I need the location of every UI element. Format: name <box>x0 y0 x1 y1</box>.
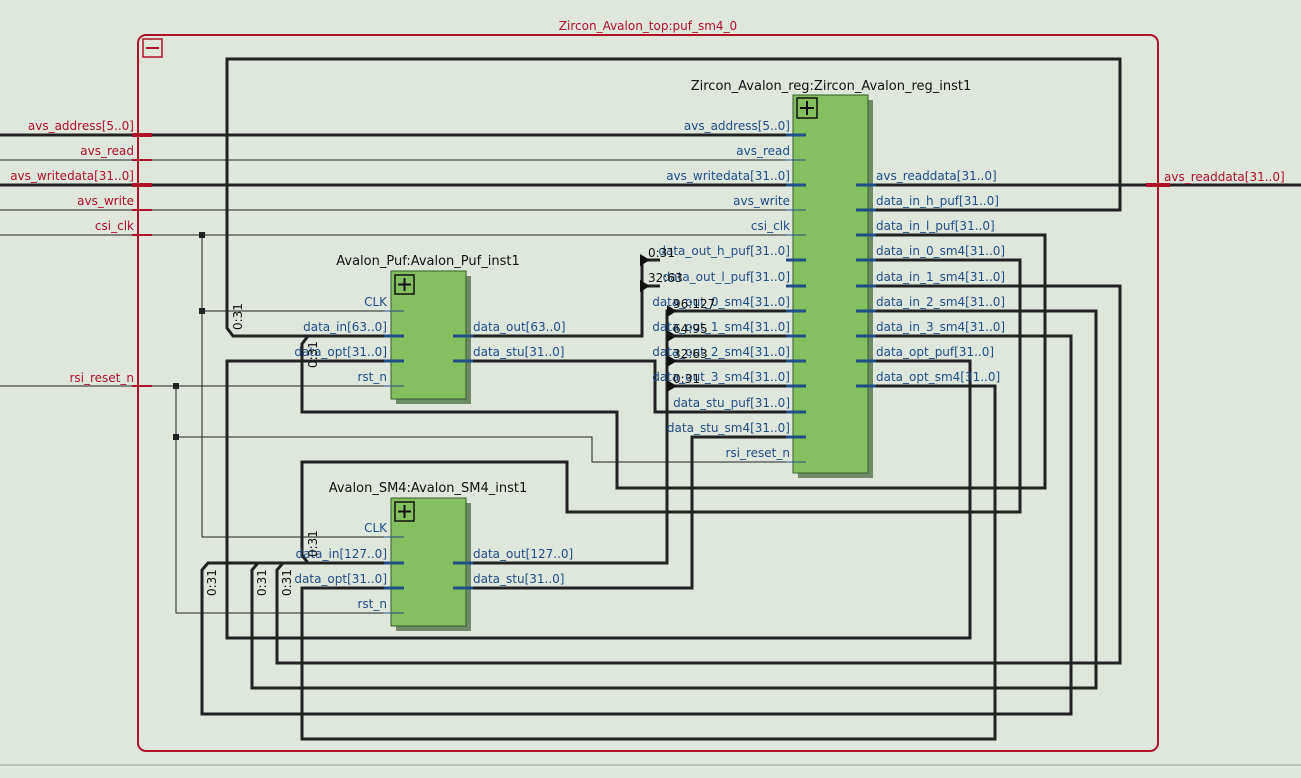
reg-input-pin[interactable]: data_out_0_sm4[31..0] <box>652 295 790 309</box>
reg-output-pin[interactable]: data_in_2_sm4[31..0] <box>876 295 1005 309</box>
wires <box>0 57 1301 741</box>
bus-label-reg-in-2: 96:127 <box>673 297 715 311</box>
reg-input-pin[interactable]: data_out_l_puf[31..0] <box>663 270 790 284</box>
reg-input-pin[interactable]: avs_writedata[31..0] <box>666 169 790 183</box>
port-avs-address[interactable]: avs_address[5..0] <box>28 119 134 133</box>
reg-output-pin[interactable]: avs_readdata[31..0] <box>876 169 997 183</box>
puf-input-pin[interactable]: data_opt[31..0] <box>294 345 387 359</box>
reg-input-pin[interactable]: data_out_3_sm4[31..0] <box>652 370 790 384</box>
wire-data-in-1-sm4 <box>275 284 1122 665</box>
reg-input-pin[interactable]: rsi_reset_n <box>725 446 790 460</box>
sm4-input-pin[interactable]: data_opt[31..0] <box>294 572 387 586</box>
reg-output-pin[interactable]: data_in_1_sm4[31..0] <box>876 270 1005 284</box>
puf-input-pin[interactable]: CLK <box>364 295 388 309</box>
sm4-block-title: Avalon_SM4:Avalon_SM4_inst1 <box>329 481 528 496</box>
wire-data-in-0-sm4 <box>300 258 1022 564</box>
wire-puf-data-stu <box>453 359 805 414</box>
puf-block-title: Avalon_Puf:Avalon_Puf_inst1 <box>336 254 519 269</box>
reg-block[interactable]: Zircon_Avalon_reg:Zircon_Avalon_reg_inst… <box>691 79 972 478</box>
port-avs-readdata[interactable]: avs_readdata[31..0] <box>1164 170 1285 184</box>
port-csi-clk[interactable]: csi_clk <box>95 219 134 233</box>
reg-input-pin[interactable]: data_out_1_sm4[31..0] <box>652 320 790 334</box>
puf-output-pin[interactable]: data_stu[31..0] <box>473 345 565 359</box>
wire-data-opt-sm4 <box>300 384 997 741</box>
bus-label-reg-in-1: 32:63 <box>648 271 683 285</box>
port-stubs <box>132 133 1170 387</box>
wire-data-in-3-sm4 <box>200 334 1073 716</box>
reg-block-title: Zircon_Avalon_reg:Zircon_Avalon_reg_inst… <box>691 79 972 94</box>
block-pins: avs_address[5..0] avs_read avs_writedata[3… <box>294 119 1005 614</box>
reg-input-pin[interactable]: avs_read <box>736 144 790 158</box>
bus-label-puf-data-opt: 0:31 <box>306 341 320 368</box>
bus-label-sm4-low-0: 0:31 <box>205 569 219 596</box>
reg-output-pin[interactable]: data_opt_puf[31..0] <box>876 345 994 359</box>
wire-data-in-l-puf <box>300 233 1047 490</box>
port-rsi-reset-n[interactable]: rsi_reset_n <box>69 371 134 385</box>
wire-sm4-data-out <box>453 309 805 565</box>
bus-labels: 0:31 32:63 96:127 64:95 32:63 0:31 0:31 … <box>205 246 715 596</box>
puf-input-pin[interactable]: rst_n <box>358 370 388 384</box>
collapse-button[interactable] <box>142 38 163 58</box>
reg-input-pin[interactable]: csi_clk <box>751 219 790 233</box>
expand-plus-icon[interactable] <box>796 97 818 119</box>
bus-label-reg-in-5: 0:31 <box>673 372 700 386</box>
bus-label-sm4-low-1: 0:31 <box>255 569 269 596</box>
reg-output-pin[interactable]: data_in_h_puf[31..0] <box>876 194 999 208</box>
reg-input-pin[interactable]: data_stu_sm4[31..0] <box>667 421 790 435</box>
puf-output-pin[interactable]: data_out[63..0] <box>473 320 566 334</box>
wire-data-opt-puf <box>225 359 972 640</box>
wire-puf-data-out <box>453 258 660 338</box>
sm4-output-pin[interactable]: data_out[127..0] <box>473 547 573 561</box>
wire-clk-puf <box>201 235 390 312</box>
port-avs-writedata[interactable]: avs_writedata[31..0] <box>10 169 134 183</box>
bus-ripper-arrows <box>640 254 677 392</box>
sm4-output-pin[interactable]: data_stu[31..0] <box>473 572 565 586</box>
reg-input-pin[interactable]: data_out_2_sm4[31..0] <box>652 345 790 359</box>
top-module-frame[interactable] <box>137 34 1159 752</box>
reg-input-pin[interactable]: avs_write <box>733 194 790 208</box>
bus-label-reg-in-3: 64:95 <box>673 322 708 336</box>
sm4-input-pin[interactable]: data_in[127..0] <box>296 547 388 561</box>
expand-plus-icon[interactable] <box>394 501 415 522</box>
top-module-title: Zircon_Avalon_top:puf_sm4_0 <box>559 19 737 33</box>
sm4-input-pin[interactable]: CLK <box>364 521 388 535</box>
wire-data-in-h-puf <box>225 57 1122 338</box>
wire-rsi-reset-reg <box>175 386 805 463</box>
top-port-labels: avs_address[5..0] avs_read avs_writedata… <box>10 119 1284 385</box>
reg-output-pin[interactable]: data_in_l_puf[31..0] <box>876 219 995 233</box>
wire-clk-sm4 <box>201 311 390 538</box>
junctions <box>173 232 205 440</box>
wire-data-in-2-sm4 <box>250 309 1098 690</box>
reg-output-pin[interactable]: data_in_0_sm4[31..0] <box>876 244 1005 258</box>
wire-rsi-reset-sm4 <box>175 437 390 614</box>
reg-input-pin[interactable]: avs_address[5..0] <box>684 119 790 133</box>
reg-input-pin[interactable]: data_out_h_puf[31..0] <box>658 244 790 258</box>
bus-label-reg-in-4: 32:63 <box>673 347 708 361</box>
reg-output-pin[interactable]: data_in_3_sm4[31..0] <box>876 320 1005 334</box>
sm4-input-pin[interactable]: rst_n <box>358 597 388 611</box>
bus-label-sm4-low-2: 0:31 <box>280 569 294 596</box>
port-avs-read[interactable]: avs_read <box>80 144 134 158</box>
reg-input-pin[interactable]: data_stu_puf[31..0] <box>673 396 790 410</box>
expand-plus-icon[interactable] <box>394 274 415 295</box>
puf-input-pin[interactable]: data_in[63..0] <box>303 320 387 334</box>
reg-output-pin[interactable]: data_opt_sm4[31..0] <box>876 370 1000 384</box>
port-avs-write[interactable]: avs_write <box>77 194 134 208</box>
bus-label-reg-in-0: 0:31 <box>648 246 675 260</box>
bus-label-puf-data-in: 0:31 <box>231 303 245 330</box>
wire-sm4-data-stu <box>453 435 805 590</box>
bus-label-sm4-data-in: 0:31 <box>306 530 320 557</box>
